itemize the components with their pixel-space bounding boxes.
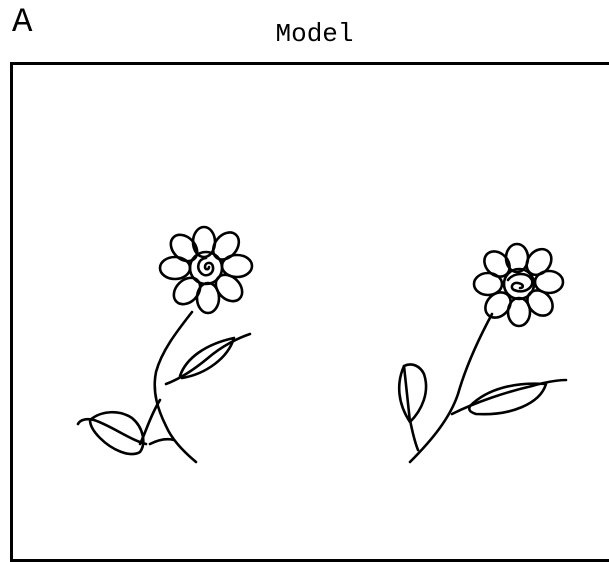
- right-flower-left-leaf: [397, 363, 428, 424]
- panel-letter: A: [12, 4, 33, 42]
- left-flower-upper-leaf: [164, 332, 252, 386]
- right-flower-right-leaf: [450, 378, 568, 416]
- left-flower-lower-leaf: [76, 410, 176, 456]
- panel-title: Model: [275, 19, 354, 49]
- left-flower: [76, 225, 254, 464]
- model-drawing: [76, 225, 568, 464]
- left-flower-stem: [138, 310, 198, 464]
- right-flower: [397, 242, 568, 464]
- right-flower-stem: [408, 312, 494, 464]
- right-flower-head: [472, 242, 565, 328]
- left-flower-head: [158, 225, 254, 315]
